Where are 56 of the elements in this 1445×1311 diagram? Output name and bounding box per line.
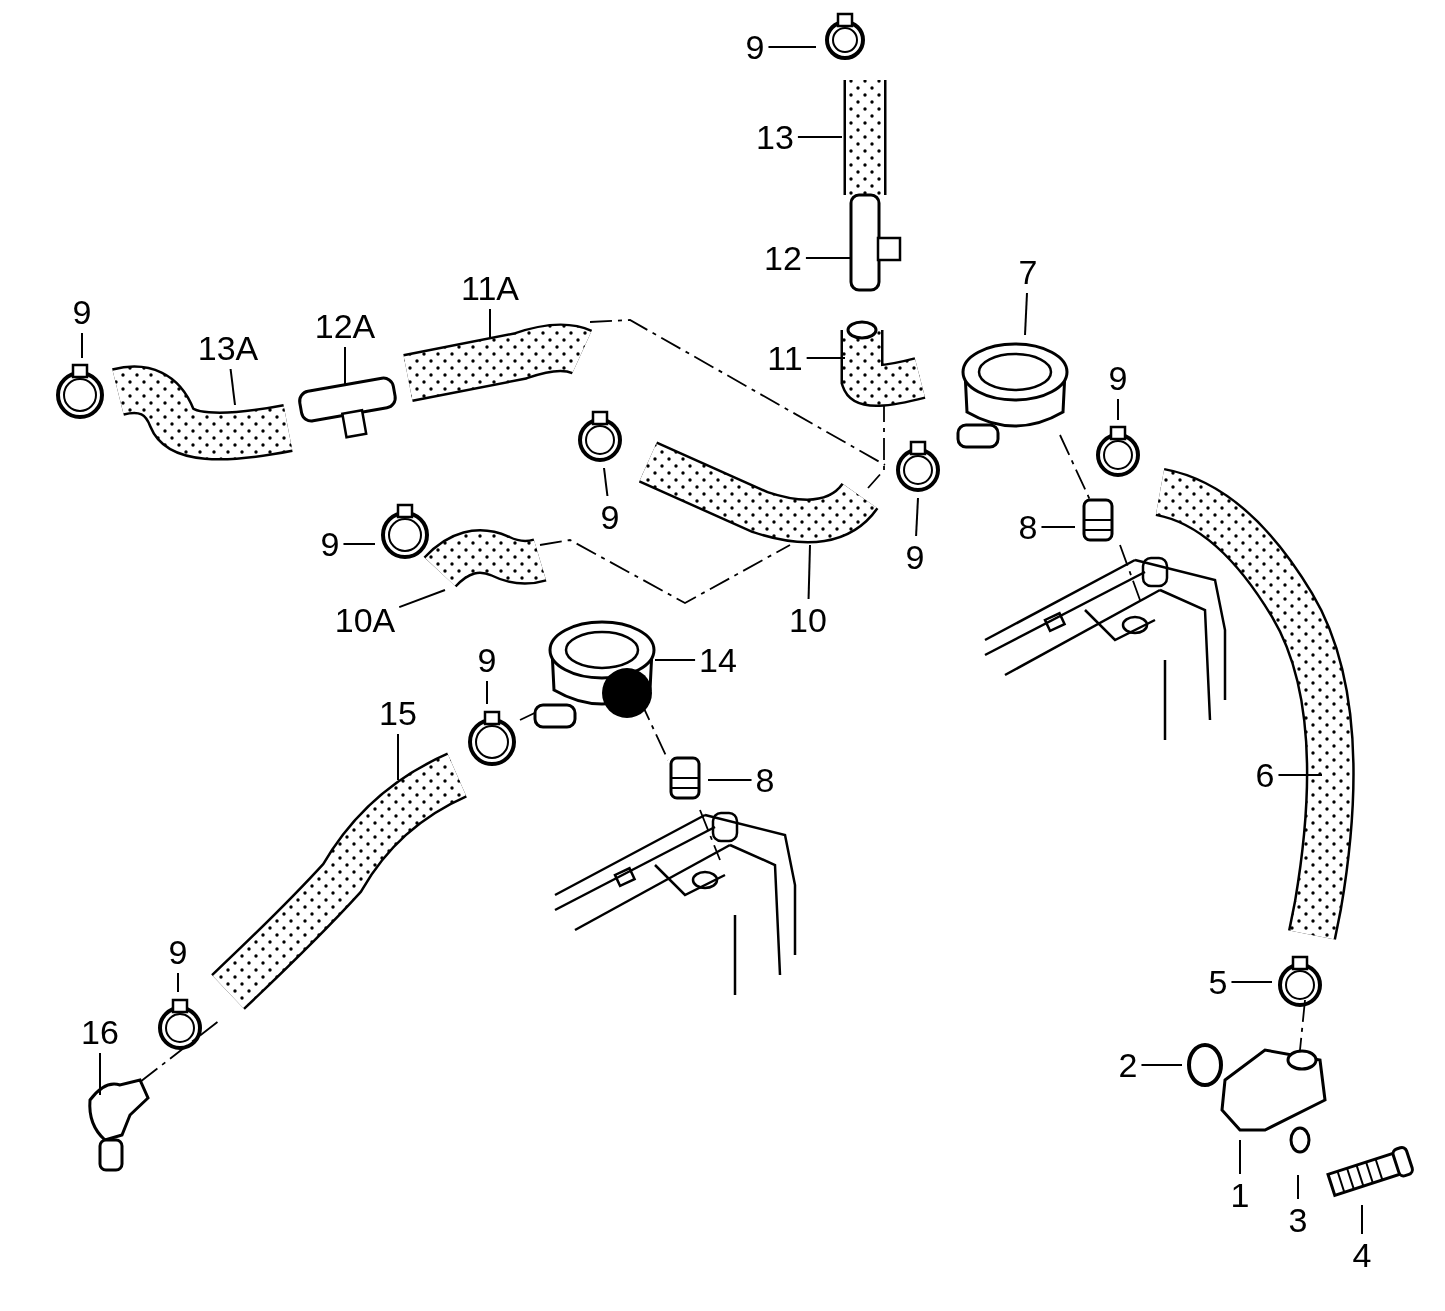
- callout-number: 8: [1018, 510, 1038, 544]
- callout-number: 11: [767, 341, 803, 375]
- callout-number: 9: [905, 540, 925, 574]
- callout-number: 9: [600, 500, 620, 534]
- leader-line: [1024, 292, 1028, 336]
- leader-line: [767, 46, 817, 48]
- leader-line: [1230, 981, 1273, 983]
- leader-line: [342, 543, 376, 545]
- leader-line: [398, 589, 446, 609]
- callout-number: 11A: [461, 271, 519, 305]
- leader-line: [654, 659, 697, 661]
- callout-number: 9: [477, 643, 497, 677]
- leader-line: [805, 357, 846, 359]
- leader-line: [344, 346, 346, 386]
- callout-number: 16: [81, 1015, 119, 1049]
- leader-line: [486, 680, 488, 705]
- leader-line: [1117, 398, 1119, 421]
- callout-number: 13: [756, 120, 794, 154]
- leader-line: [1140, 1064, 1183, 1066]
- leader-line: [1277, 774, 1323, 776]
- callout-number: 14: [699, 643, 737, 677]
- leader-line: [177, 972, 179, 993]
- callout-number: 9: [745, 30, 765, 64]
- callout-number: 10: [789, 603, 827, 637]
- leader-line: [807, 544, 811, 600]
- leader-line: [1239, 1139, 1241, 1175]
- callout-number: 1: [1230, 1178, 1250, 1212]
- callout-number: 5: [1208, 965, 1228, 999]
- callout-number: 12: [764, 241, 802, 275]
- leader-line: [489, 308, 491, 339]
- callout-number: 6: [1255, 758, 1275, 792]
- callout-number: 2: [1118, 1048, 1138, 1082]
- callout-number: 9: [72, 295, 92, 329]
- leader-line: [81, 332, 83, 359]
- callout-number: 13A: [197, 331, 259, 365]
- callout-number: 7: [1018, 255, 1038, 289]
- callout-number: 8: [755, 763, 775, 797]
- callout-number: 10A: [334, 603, 396, 637]
- leader-line: [1297, 1174, 1299, 1200]
- callout-number: 9: [1108, 361, 1128, 395]
- leader-line: [99, 1052, 101, 1096]
- leader-line: [804, 257, 851, 259]
- callout-number: 4: [1352, 1238, 1372, 1272]
- leader-line: [915, 497, 919, 537]
- leader-line: [229, 368, 236, 406]
- callout-number: 3: [1288, 1203, 1308, 1237]
- callout-number: 9: [320, 527, 340, 561]
- leader-line: [1361, 1204, 1363, 1235]
- callout-number: 9: [168, 935, 188, 969]
- leader-line: [1040, 526, 1076, 528]
- callout-number: 15: [379, 696, 417, 730]
- leader-line: [397, 733, 399, 781]
- leader-line: [707, 779, 753, 781]
- leader-line: [603, 467, 609, 497]
- callout-number: 12A: [314, 309, 376, 343]
- leader-line: [796, 136, 843, 138]
